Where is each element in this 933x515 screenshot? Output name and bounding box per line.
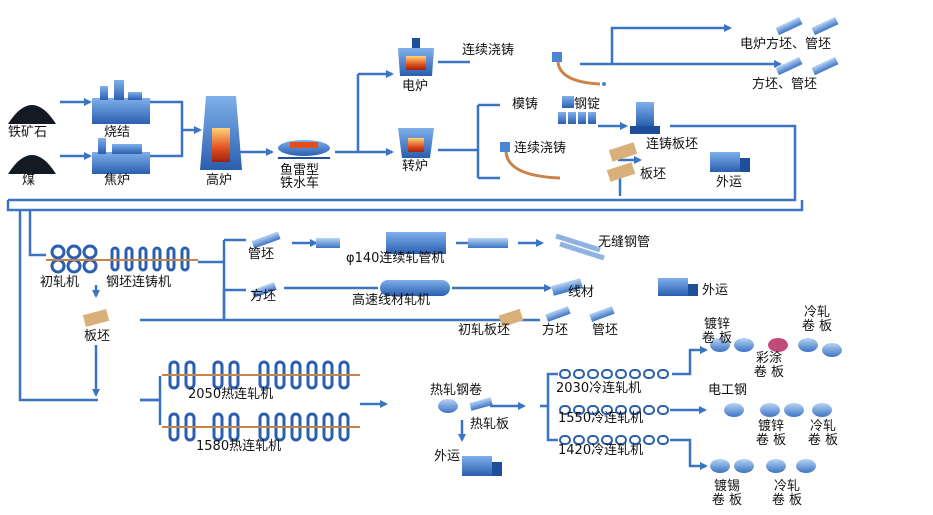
coil-icon	[768, 338, 788, 352]
tube-mill-icon	[316, 232, 605, 261]
ingot-mold-icon	[558, 96, 596, 124]
coil-icon	[438, 399, 458, 413]
label-slab-caster: 连铸板坯	[646, 137, 699, 152]
label-roughing-mill: 初轧机	[40, 275, 80, 290]
label-galv-2: 镀锌 卷 板	[755, 419, 787, 448]
coil-icon	[734, 338, 754, 352]
label-ship-out-2: 外运	[702, 283, 729, 298]
slab-icon	[498, 308, 524, 328]
coil-icon	[812, 403, 832, 417]
ore-pile-icon	[8, 105, 56, 124]
label-sintering: 烧结	[104, 125, 131, 140]
label-color-coated: 彩涂 卷 板	[753, 351, 785, 380]
hot-sheet-icon	[469, 397, 493, 411]
label-billet-tube: 方坯、管坯	[752, 77, 818, 92]
truck-icon	[462, 456, 502, 476]
label-cc-mid: 连续浇铸	[514, 141, 567, 156]
cold-mill-icon	[559, 369, 669, 445]
label-tube-blank: 管坯	[248, 247, 275, 262]
coil-icon	[724, 403, 744, 417]
label-coking: 焦炉	[104, 173, 131, 188]
slab-icon	[606, 162, 636, 182]
bof-icon	[398, 128, 434, 158]
label-wire-mill: 高速线材轧机	[352, 293, 431, 308]
billet-icon	[251, 282, 277, 298]
billet-icon	[251, 231, 281, 249]
label-elec-steel: 电工钢	[708, 383, 748, 398]
label-coal: 煤	[22, 173, 36, 188]
slab-icon	[82, 309, 110, 327]
truck-icon	[658, 278, 698, 296]
coil-icon	[710, 459, 730, 473]
wire-mill-icon	[380, 280, 450, 296]
sinter-plant-icon	[92, 80, 150, 124]
label-seamless-pipe: 无缝钢管	[598, 235, 651, 250]
coke-oven-icon	[92, 138, 150, 174]
label-torpedo-car: 鱼雷型 铁水车	[280, 163, 320, 191]
caster-top-icon	[552, 52, 606, 86]
caster-mid-icon	[500, 142, 561, 180]
label-ship-out-3: 外运	[434, 449, 461, 464]
label-cm-1420: 1420冷连轧机	[558, 443, 644, 458]
billet-icon	[775, 16, 839, 76]
billet-icon	[545, 306, 571, 322]
label-hsm-2050: 2050热连轧机	[188, 387, 274, 402]
slab-icon	[608, 142, 638, 162]
label-tin-plate: 镀锡 卷 板	[711, 479, 743, 508]
coil-icon	[734, 459, 754, 473]
wire-coil-icon	[551, 278, 583, 296]
label-ship-out-1: 外运	[716, 175, 743, 190]
label-eaf-billet: 电炉方坯、管坯	[740, 37, 832, 52]
blast-furnace-icon	[200, 96, 242, 170]
label-billet: 方坯	[250, 289, 277, 304]
label-hot-sheet: 热轧板	[470, 417, 510, 432]
label-ingot-mold: 模铸	[512, 97, 539, 112]
slab-caster-icon	[630, 102, 660, 134]
billet-icon	[589, 306, 615, 322]
coil-icon	[766, 459, 786, 473]
truck-icon	[710, 152, 750, 172]
coil-icon	[760, 403, 780, 417]
label-cold-3: 冷轧 卷 板	[771, 479, 803, 508]
label-wire-rod: 线材	[568, 285, 595, 300]
label-hot-coil: 热轧钢卷	[430, 383, 483, 398]
label-eaf: 电炉	[402, 79, 429, 94]
label-blast-furnace: 高炉	[206, 173, 233, 188]
label-rough-slab: 初轧板坯	[458, 323, 511, 338]
coal-pile-icon	[8, 155, 56, 174]
label-cm-2030: 2030冷连轧机	[556, 381, 642, 396]
label-cc-top: 连续浇铸	[462, 43, 515, 58]
label-slab-2: 板坯	[84, 329, 111, 344]
label-iron-ore: 铁矿石	[8, 125, 48, 140]
label-ingot: 钢锭	[574, 97, 601, 112]
coil-icon	[796, 459, 816, 473]
label-bof: 转炉	[402, 159, 429, 174]
label-tube-blank-2: 管坯	[592, 323, 619, 338]
label-tube-mill: φ140连续轧管机	[346, 251, 445, 266]
coil-icon	[710, 338, 730, 352]
label-galv-1: 镀锌 卷 板	[701, 317, 733, 346]
coil-icon	[798, 338, 818, 352]
label-cm-1550: 1550冷连轧机	[558, 411, 644, 426]
label-slab: 板坯	[640, 167, 667, 182]
label-hsm-1580: 1580热连轧机	[196, 439, 282, 454]
coil-icon	[822, 343, 842, 357]
label-cold-2: 冷轧 卷 板	[807, 419, 839, 448]
coil-icon	[784, 403, 804, 417]
label-billet-caster-mill: 钢坯连铸机	[106, 275, 172, 290]
label-billet-2: 方坯	[542, 323, 569, 338]
eaf-icon	[398, 38, 434, 76]
label-cold-1: 冷轧 卷 板	[801, 305, 833, 334]
torpedo-car-icon	[278, 140, 330, 159]
